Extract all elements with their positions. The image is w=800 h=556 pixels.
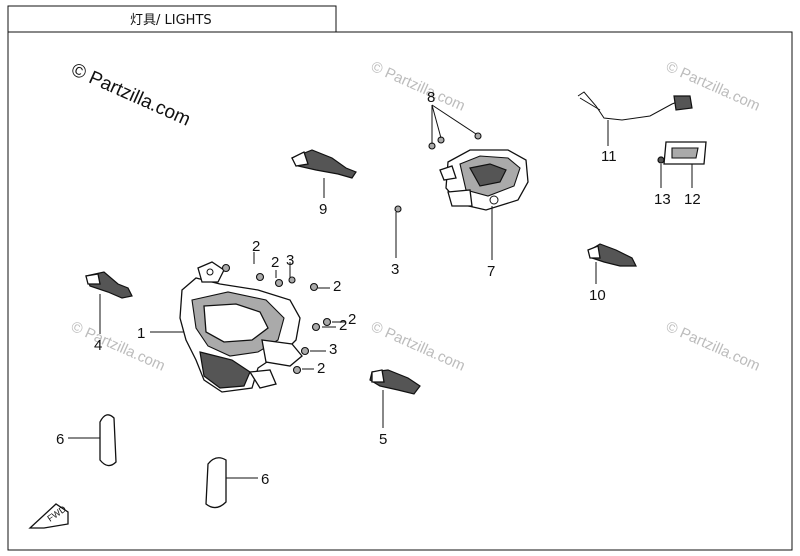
bolts [221,263,332,375]
callout-7: 7 [487,263,495,280]
callout-12: 12 [684,191,701,208]
watermark: © Partzilla.com [368,58,467,115]
callout-2: 2 [271,254,279,271]
callout-2: 2 [333,278,341,295]
turn-signal-10 [587,243,637,267]
tail-light-7 [394,132,529,213]
callout-5: 5 [379,431,387,448]
callout-9: 9 [319,201,327,218]
callout-2: 2 [348,311,356,328]
callout-2: 2 [339,317,347,334]
turn-signal-9 [291,149,357,179]
side-reflector-6b [205,457,227,509]
callouts: 1 2 2 3 2 2 2 3 2 4 5 6 6 7 8 9 10 11 12… [56,89,701,488]
callout-10: 10 [589,287,606,304]
callout-3: 3 [329,341,337,358]
callout-4: 4 [94,337,102,354]
leader-lines [68,104,693,479]
turn-signal-4 [85,271,133,299]
watermarks: © Partzilla.com © Partzilla.com © Partzi… [68,58,763,375]
callout-11: 11 [601,148,617,165]
callout-6: 6 [261,471,269,488]
watermark: © Partzilla.com [663,318,762,375]
side-reflector-6a [99,414,117,467]
reflector-12 [657,141,707,165]
license-light-wire-11 [577,91,693,121]
callout-2: 2 [252,238,260,255]
callout-6: 6 [56,431,64,448]
callout-1: 1 [137,325,145,342]
callout-13: 13 [654,191,671,208]
headlight-assembly [179,261,303,393]
title-box [7,5,337,33]
callout-8: 8 [427,89,435,106]
callout-3: 3 [286,252,294,269]
watermark-main: © Partzilla.com [68,59,194,130]
watermark: © Partzilla.com [68,318,167,375]
diagram-border [7,31,793,551]
callout-3: 3 [391,261,399,278]
diagram-title: 灯具/ LIGHTS [130,13,212,28]
callout-2: 2 [317,360,325,377]
fwd-arrow-icon: FWD [28,503,69,529]
turn-signal-5 [369,369,421,395]
watermark: © Partzilla.com [368,318,467,375]
